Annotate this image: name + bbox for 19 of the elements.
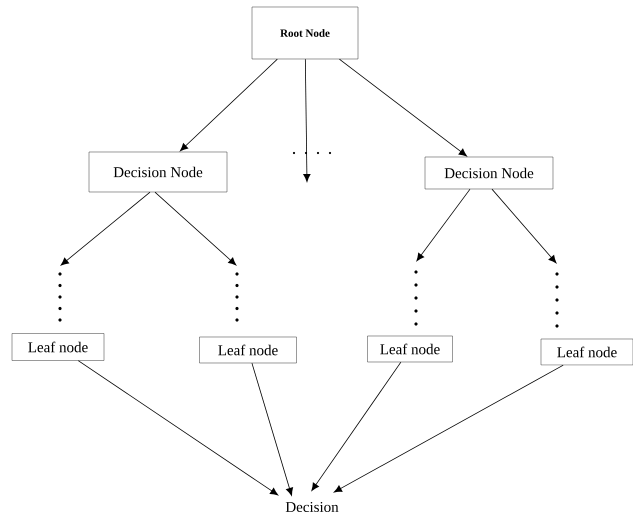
arrow — [180, 58, 278, 152]
arrow — [252, 362, 294, 496]
arrow — [492, 188, 556, 264]
node-box: Leaf node — [540, 338, 633, 366]
node-box: Leaf node — [367, 336, 453, 362]
root-box: Root Node — [252, 6, 358, 60]
node-box: Leaf node — [12, 333, 104, 361]
arrow — [311, 362, 402, 491]
arrow — [60, 192, 150, 266]
node-box: Decision Node — [88, 152, 228, 192]
node-box: Leaf node — [199, 336, 297, 364]
arrow — [334, 364, 564, 492]
arrow — [416, 188, 470, 262]
arrow — [339, 58, 467, 156]
arrow — [154, 192, 236, 266]
arrow — [78, 360, 278, 496]
node-box: Decision Node — [424, 156, 554, 190]
node-label: Decision — [286, 502, 338, 512]
arrow — [303, 58, 311, 182]
